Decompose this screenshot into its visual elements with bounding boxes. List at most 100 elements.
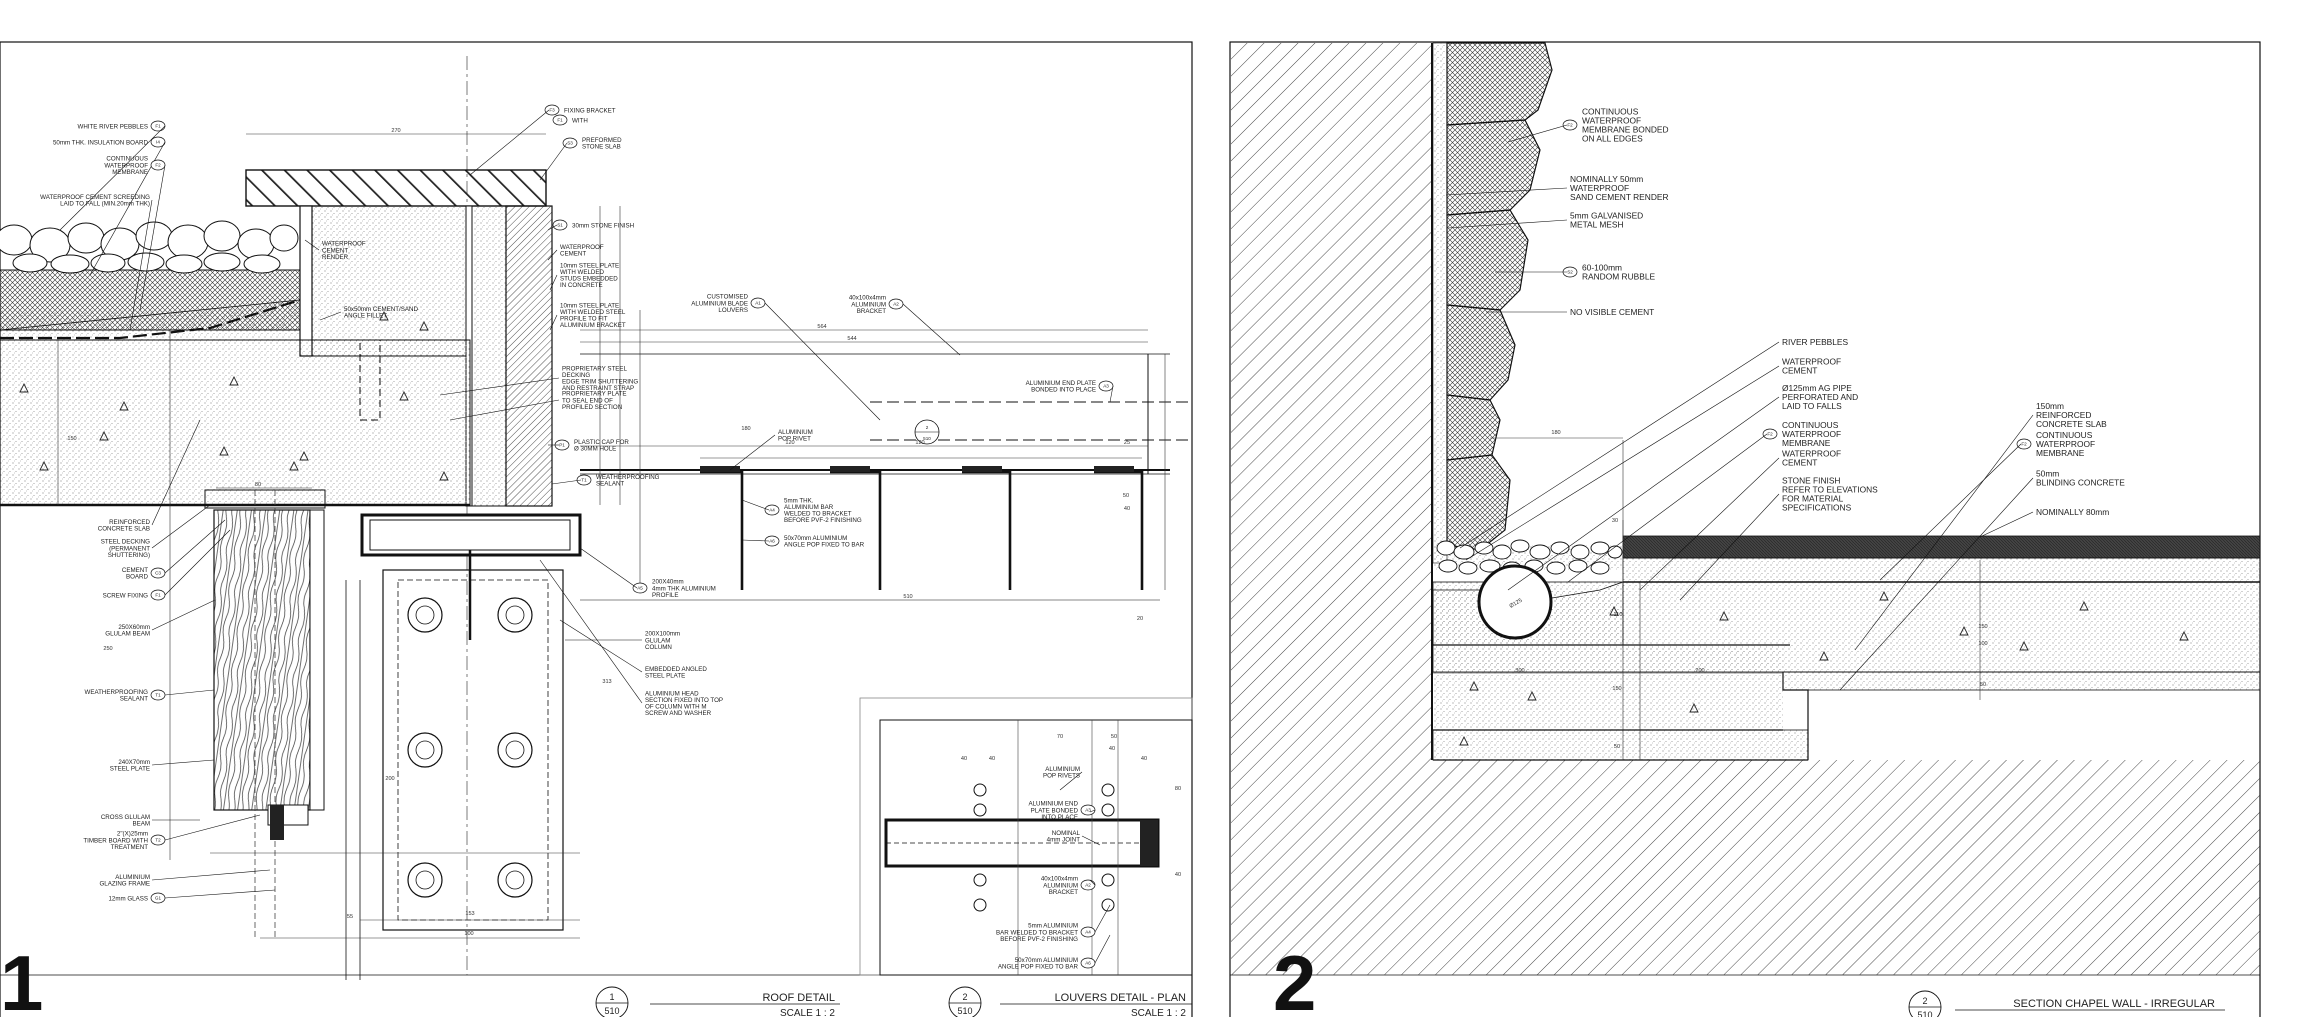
material-tag-code: F1 [155, 593, 161, 598]
detail2-ref-bubble[interactable]: 2 510 [1908, 990, 1942, 1017]
material-tag-code: T2 [155, 838, 161, 843]
wall-dimension: 100 [1978, 641, 1987, 647]
louvers-dimension: 40 [1175, 872, 1181, 878]
material-tag [1562, 119, 1578, 131]
dimension-value: 200 [385, 776, 394, 782]
louvre-label-line: BEFORE PVF-2 FINISHING [784, 517, 862, 524]
wall-right-label: NOMINALLY 80mm [1979, 507, 2109, 538]
leader-line [729, 434, 776, 471]
wall-right-label-line: REINFORCED [2036, 410, 2091, 420]
detail1-scale: SCALE 1 : 2 [780, 1008, 835, 1017]
louvers-ref-bottom: 510 [957, 1006, 972, 1016]
material-tag [764, 504, 780, 516]
louvre-label-line: ALUMINIUM [778, 429, 813, 436]
detail1-ref-bubble[interactable]: 1 510 [595, 986, 629, 1017]
dimension-value: 40 [1124, 506, 1130, 512]
callout-top: 2 [926, 425, 929, 430]
material-tag-code: F2 [2021, 442, 2027, 447]
dimension-value: 20 [1137, 616, 1143, 622]
roof-mid-label-line: WATERPROOF [560, 244, 604, 251]
material-tag-code: F2 [155, 163, 161, 168]
callout-bubble[interactable]: 2 510 [914, 419, 940, 445]
leader-line [902, 303, 961, 356]
material-tag-code: T1 [155, 693, 161, 698]
leader-line [549, 274, 558, 291]
louvers-dimension: 70 [1057, 734, 1063, 740]
wall-lower-label-line: CEMENT [1782, 366, 1817, 376]
roof-left-label-line: SEALANT [120, 696, 148, 703]
wall-upper-label-line: MEMBRANE BONDED [1582, 125, 1669, 135]
louvers-ref-top: 2 [962, 992, 967, 1002]
leader-line [1567, 433, 1768, 583]
roof-mid-label-line: ALUMINIUM HEAD [645, 690, 699, 697]
louvers-plan-label-line: 50x70mm ALUMINIUM [1015, 957, 1078, 964]
material-tag-code: F1 [155, 124, 161, 129]
wall-upper-label-line: NOMINALLY 50mm [1570, 174, 1643, 184]
leader-line [319, 311, 342, 321]
pebble-layer [0, 220, 299, 274]
roof-mid-label-line: PROPRIETARY PLATE [562, 391, 627, 398]
material-tag-code: A1 [755, 301, 761, 306]
roof-mid-label-line: 10mm STEEL PLATE [560, 302, 619, 309]
leader-line [579, 547, 638, 589]
roof-left-label-line: SHUTTERING) [108, 552, 150, 559]
roof-mid-label-line: SCREW AND WASHER [645, 710, 712, 717]
louvre-label-line: BRACKET [857, 308, 886, 315]
wall-right-label-line: WATERPROOF [2036, 439, 2095, 449]
wall-dimension: 300 [1515, 668, 1524, 674]
wall-upper-label-line: WATERPROOF [1582, 116, 1641, 126]
material-tag-code: F2 [1767, 432, 1773, 437]
roof-left-label-line: GLAZING FRAME [99, 881, 150, 888]
material-tag [576, 474, 592, 486]
material-tag-code: A5 [637, 586, 643, 591]
material-tag-code: F1 [557, 118, 563, 123]
louvers-dimension: 40 [961, 756, 967, 762]
louvers-plan-label-line: ALUMINIUM END [1028, 801, 1078, 808]
leader-line [1507, 124, 1568, 143]
material-tag-code: A6 [769, 539, 775, 544]
roof-mid-label-line: SECTION FIXED INTO TOP [645, 697, 723, 704]
wall-right-label-line: 150mm [2036, 401, 2064, 411]
roof-mid-label-line: EDGE TRIM SHUTTERING [562, 379, 638, 386]
leader-line [1639, 457, 1780, 591]
leader-line [164, 519, 226, 574]
wall-lower-label-line: WATERPROOF [1782, 429, 1841, 439]
roof-mid-label-line: ANGLE FILLET [344, 313, 387, 320]
wall-lower-label-line: REFER TO ELEVATIONS [1782, 485, 1878, 495]
louvre-label-line: ALUMINIUM BLADE [691, 300, 748, 307]
leader-line [1447, 219, 1568, 229]
roof-mid-label-line: GLULAM [645, 637, 670, 644]
detail1-ref-bottom: 510 [604, 1006, 619, 1016]
leader-line [547, 249, 558, 261]
louvers-plan-label-line: 5mm ALUMINIUM [1028, 923, 1078, 930]
material-tag-code: F2 [1567, 123, 1573, 128]
wall-dimension: 150 [1978, 624, 1987, 630]
dimension-value: 100 [464, 931, 473, 937]
roof-mid-label-line: CEMENT [560, 251, 586, 258]
dimension-value: 150 [67, 436, 76, 442]
louvers-ref-bubble[interactable]: 2 510 [948, 986, 982, 1017]
louvre-label-line: 5mm THK. [784, 497, 814, 504]
roof-mid-label-line: WITH [572, 117, 588, 124]
roof-mid-label-line: EMBEDDED ANGLED [645, 666, 707, 673]
material-tag-code: G1 [155, 896, 162, 901]
leader-line [1089, 809, 1096, 813]
detail1-number: 1 [0, 939, 43, 1017]
leader-line [1445, 187, 1568, 196]
wall-upper-label-line: CONTINUOUS [1582, 107, 1639, 117]
roof-mid-label-line: 10mm STEEL PLATE [560, 262, 619, 269]
wall-dimension: 180 [1551, 430, 1560, 436]
roof-left-label-line: WEATHERPROOFING [85, 689, 149, 696]
wall-lower-label-line: PERFORATED AND [1782, 392, 1858, 402]
